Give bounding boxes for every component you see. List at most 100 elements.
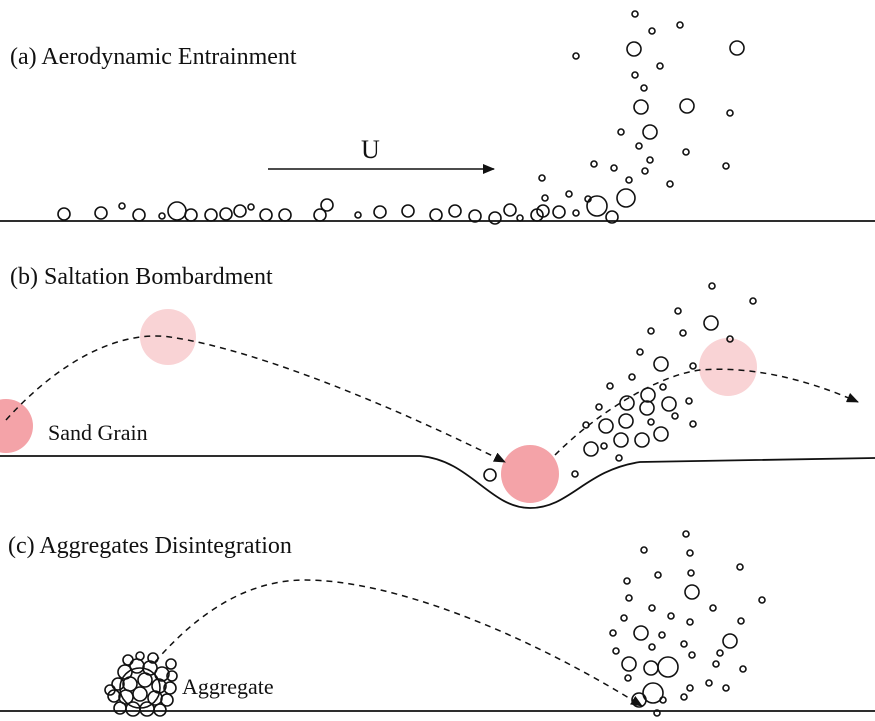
panel-a-particle xyxy=(586,195,608,217)
panel-c-particle xyxy=(737,617,745,625)
panel-c-particle xyxy=(640,546,648,554)
panel-a-particle xyxy=(646,156,654,164)
panel-b-particle xyxy=(571,470,579,478)
panel-c-particle xyxy=(648,604,656,612)
panel-a-particle xyxy=(278,208,292,222)
panel-b-particle xyxy=(582,421,590,429)
panel-c-particle xyxy=(716,649,724,657)
panel-c-particle xyxy=(658,631,666,639)
panel-a-particle xyxy=(313,208,327,222)
panel-a-particle xyxy=(94,206,108,220)
aggregate-grain xyxy=(154,666,170,682)
panel-a-particle xyxy=(401,204,415,218)
panel-b-particle xyxy=(619,395,635,411)
panel-c-particle xyxy=(709,604,717,612)
panel-b-particle xyxy=(600,442,608,450)
panel-a-particle xyxy=(354,211,362,219)
panel-c-particle xyxy=(623,577,631,585)
panel-a-particle xyxy=(625,176,633,184)
panel-a-particle xyxy=(640,84,648,92)
aggregate-grain xyxy=(125,701,141,717)
panel-b-particle xyxy=(634,432,650,448)
panel-a-particle xyxy=(605,210,619,224)
panel-a-particle xyxy=(538,174,546,182)
panel-a-particle xyxy=(635,142,643,150)
panel-a-particle xyxy=(726,109,734,117)
panel-a-particle xyxy=(729,40,745,56)
panel-c-particle xyxy=(657,656,679,678)
panel-c-particle xyxy=(620,614,628,622)
panel-a-particle xyxy=(584,195,592,203)
panel-b-particle xyxy=(726,335,734,343)
panel-c-particle xyxy=(659,696,667,704)
panel-a-particle xyxy=(219,207,233,221)
panel-c-particle xyxy=(686,618,694,626)
panel-c-particle xyxy=(609,629,617,637)
panel-a-particle xyxy=(682,148,690,156)
panel-a-particle xyxy=(648,27,656,35)
panel-a-particle xyxy=(118,202,126,210)
aggregate-grain xyxy=(166,670,178,682)
panel-b-particle xyxy=(615,454,623,462)
panel-b-particle xyxy=(679,329,687,337)
panel-a-particle xyxy=(610,164,618,172)
panel-a-particle xyxy=(503,203,517,217)
panel-c-particle xyxy=(739,665,747,673)
aggregate-grain xyxy=(113,701,127,715)
panel-a-particle xyxy=(666,180,674,188)
panel-c: (c) Aggregates Disintegration Aggregate xyxy=(0,530,875,717)
panel-c-particle xyxy=(642,682,664,704)
panel-c-particle xyxy=(705,679,713,687)
panel-c-particle xyxy=(653,709,661,717)
panel-a-particle xyxy=(565,190,573,198)
panel-b-particle xyxy=(661,396,677,412)
panel-b-particle xyxy=(671,412,679,420)
panel-b-title: (b) Saltation Bombardment xyxy=(10,264,273,290)
panel-c-particle xyxy=(736,563,744,571)
panel-a-particle xyxy=(516,214,524,222)
panel-a-particle xyxy=(616,188,636,208)
panel-c-particle xyxy=(758,596,766,604)
panel-a-particle xyxy=(184,208,198,222)
panel-a-particle xyxy=(247,203,255,211)
aggregate-grain xyxy=(111,677,125,691)
panel-a-particle xyxy=(572,52,580,60)
panel-a-particle xyxy=(572,209,580,217)
sand-grain-faded-2 xyxy=(699,338,757,396)
panel-b-particle xyxy=(628,373,636,381)
panel-a-particle xyxy=(676,21,684,29)
panel-b-particle xyxy=(749,297,757,305)
aggregate-grain xyxy=(104,684,116,696)
panel-a-particle xyxy=(641,167,649,175)
panel-b-particle xyxy=(689,362,697,370)
aggregate-grain xyxy=(139,701,155,717)
panel-b-particle xyxy=(647,418,655,426)
panel-b-particle xyxy=(636,348,644,356)
aggregate-grain xyxy=(165,658,177,670)
panel-b-particle xyxy=(483,468,497,482)
aggregate-grain xyxy=(153,703,167,717)
sand-grain-label: Sand Grain xyxy=(48,420,148,445)
panel-a-particle xyxy=(541,194,549,202)
grain-trajectory-incoming xyxy=(5,335,506,463)
panel-a-particle xyxy=(552,205,566,219)
panel-a-title: (a) Aerodynamic Entrainment xyxy=(10,44,297,70)
aggregate-cluster xyxy=(104,651,178,717)
panel-c-particle xyxy=(686,684,694,692)
aggregate-grain xyxy=(147,652,159,664)
panel-c-particle xyxy=(680,640,688,648)
aggregate-grain xyxy=(107,689,121,703)
aggregate-grain xyxy=(137,672,153,688)
aggregate-grain xyxy=(132,686,148,702)
aggregate-grain xyxy=(122,654,134,666)
panel-a-particle xyxy=(320,198,334,212)
panel-c-particle xyxy=(654,571,662,579)
panel-c-particle xyxy=(667,612,675,620)
panel-a: (a) Aerodynamic Entrainment U xyxy=(0,10,875,225)
panel-a-particle xyxy=(656,62,664,70)
wind-label: U xyxy=(361,135,380,164)
panel-c-particle xyxy=(684,584,700,600)
panel-a-particle xyxy=(536,204,550,218)
panel-c-particle xyxy=(682,530,690,538)
